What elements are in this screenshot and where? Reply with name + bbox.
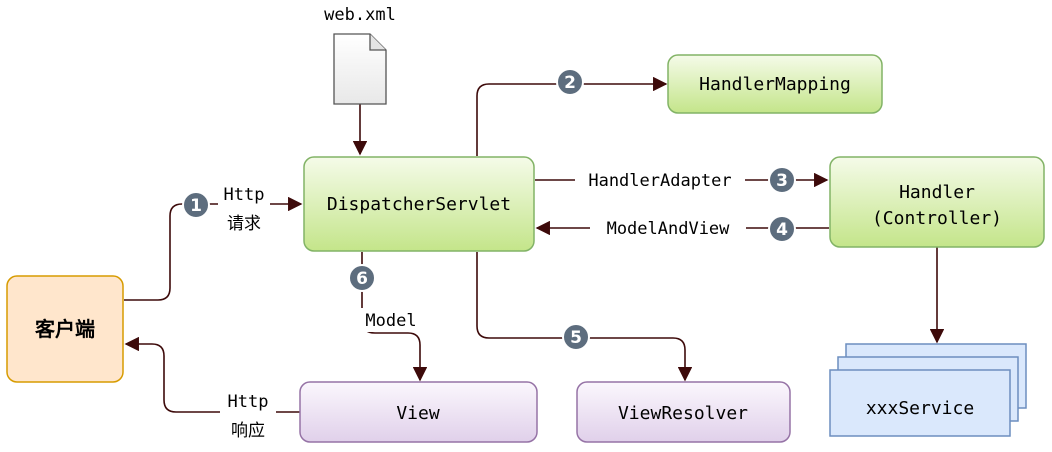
client-box: 客户端 [6, 275, 124, 383]
view-resolver-box: ViewResolver [576, 381, 791, 443]
http-request-label-cn: 请求 [227, 214, 261, 234]
step-badge-1: 1 [182, 191, 210, 219]
step-number: 4 [776, 220, 788, 240]
http-response-label-bg [220, 390, 276, 440]
step-badge-3: 3 [768, 166, 796, 194]
handler-adapter-label: HandlerAdapter [588, 171, 731, 191]
dispatcher-servlet-box: DispatcherServlet [303, 156, 535, 252]
model-and-view-label: ModelAndView [607, 219, 731, 239]
service-stack: xxxService [829, 343, 1027, 437]
step-badge-6: 6 [348, 264, 376, 292]
service-label: xxxService [866, 398, 974, 419]
model-and-view-label-bg [590, 216, 746, 240]
web-xml-document: web.xml [324, 5, 396, 105]
edge-dispatcher-to-handler-mapping [476, 76, 668, 156]
dispatcher-servlet-label: DispatcherServlet [327, 194, 511, 215]
step-badge-5: 5 [562, 323, 590, 351]
edge-dispatcher-to-view-resolver [476, 252, 693, 382]
http-response-label-cn: 响应 [231, 421, 265, 441]
step-number: 2 [564, 73, 576, 93]
http-response-label: Http [228, 392, 269, 412]
handler-adapter-label-bg [575, 168, 745, 192]
step-number: 5 [570, 328, 582, 348]
web-xml-label: web.xml [324, 5, 396, 25]
view-resolver-label: ViewResolver [618, 403, 748, 424]
step-badge-4: 4 [768, 215, 796, 243]
step-badge-2: 2 [556, 68, 584, 96]
http-request-label: Http [224, 185, 265, 205]
model-label: Model [365, 311, 416, 331]
edge-client-to-dispatcher [124, 196, 303, 301]
view-label: View [396, 403, 440, 424]
handler-mapping-label: HandlerMapping [699, 74, 851, 95]
handler-box: Handler (Controller) [829, 156, 1045, 248]
handler-label-line2: (Controller) [872, 208, 1002, 229]
http-request-label-bg [218, 182, 270, 232]
step-number: 3 [776, 171, 788, 191]
view-box: View [299, 381, 538, 443]
step-number: 1 [190, 196, 202, 216]
handler-label-line1: Handler [899, 182, 975, 203]
edge-view-to-client [124, 336, 300, 413]
step-number: 6 [356, 269, 368, 289]
client-label: 客户端 [34, 317, 95, 341]
model-label-bg [356, 308, 426, 332]
handler-mapping-box: HandlerMapping [667, 54, 883, 114]
